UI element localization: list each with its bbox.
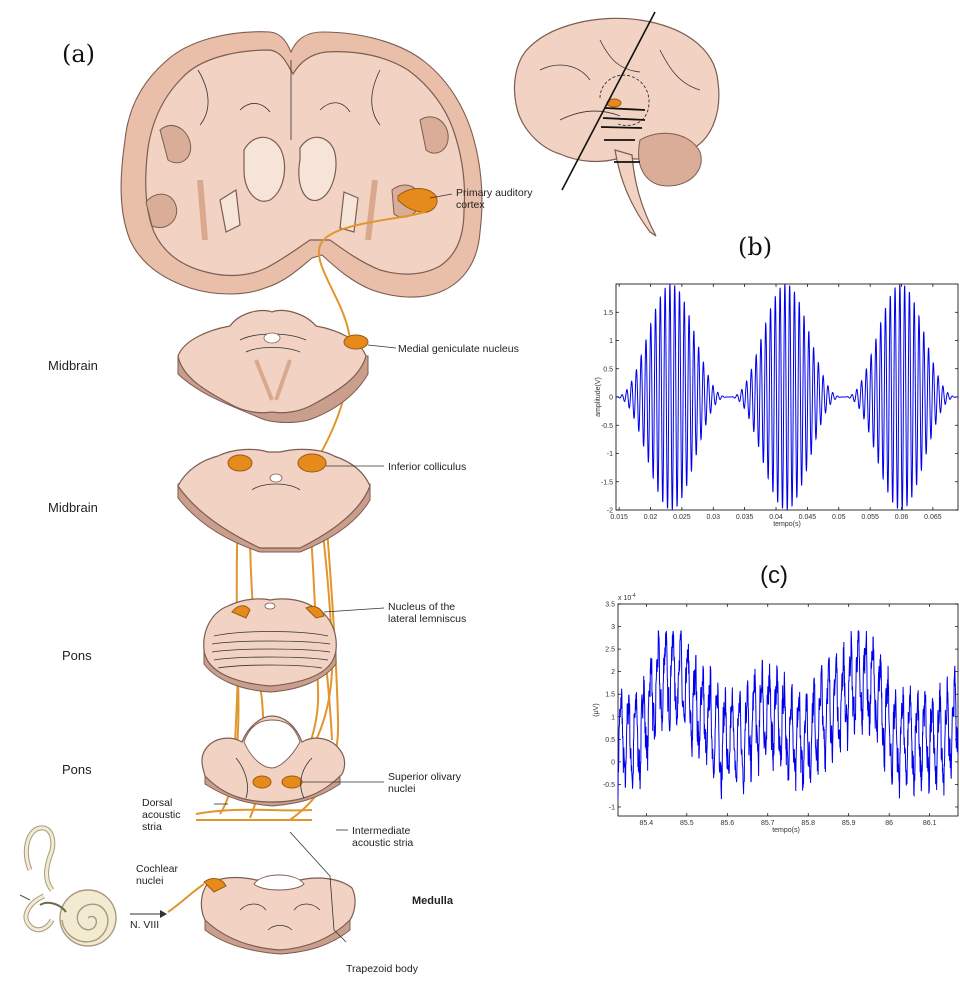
level-pons-upper: Pons [62,648,92,663]
panel-label-c: (c) [760,562,788,589]
label-lateral-lemniscus-line2: lateral lemniscus [388,613,466,625]
chart-b-xtick-label: 0.055 [861,514,879,521]
chart-c-y-exponent-power: -4 [631,593,636,599]
label-medial-geniculate: Medial geniculate nucleus [398,343,519,355]
chart-c-xtick-label: 85.6 [720,820,734,827]
midbrain-section-upper [178,311,368,423]
medial-geniculate-nucleus [344,335,368,349]
chart-b-ytick-label: 1 [609,338,613,345]
chart-b-ytick-label: 0.5 [603,366,613,373]
n-viii-arrowhead [160,910,167,918]
chart-b-ytick-label: -0.5 [601,423,613,430]
label-superior-olivary-line2: nuclei [388,783,415,795]
level-midbrain-lower: Midbrain [48,500,98,515]
label-cochlear-nuclei-line2: nuclei [136,875,163,887]
label-n-viii: N. VIII [130,919,159,931]
chart-c-y-exponent: x 10-4 [618,593,636,602]
chart-c-ytick-label: 2 [611,669,615,676]
chart-c-ylabel: (μV) [593,703,600,716]
inferior-colliculus-right [298,454,326,472]
chart-c-ytick-label: 2.5 [605,647,615,654]
chart-b-xtick-label: 0.045 [799,514,817,521]
chart-c-xlabel: tempo(s) [772,827,800,834]
chart-b-ytick-label: -2 [607,508,613,515]
chart-b-xlabel: tempo(s) [773,521,801,528]
chart-c-xtick-label: 85.7 [761,820,775,827]
level-medulla: Medulla [412,895,454,907]
label-primary-auditory-line1: Primary auditory [456,187,533,199]
pons-section-lower [202,716,345,806]
medulla-section [201,875,355,954]
chart-c-xtick-label: 86.1 [923,820,937,827]
label-intermediate-stria-line2: acoustic stria [352,837,413,849]
chart-b-xtick-label: 0.025 [673,514,691,521]
panel-label-b: (b) [738,233,772,261]
chart-c-y-exponent-base: x 10 [618,595,631,602]
chart-b-ytick-label: -1 [607,451,613,458]
label-superior-olivary-line1: Superior olivary [388,771,462,783]
leader-medial-geniculate [368,345,396,348]
chart-c-ytick-label: 3 [611,624,615,631]
chart-b-xtick-label: 0.03 [706,514,720,521]
midbrain-section-lower [178,449,370,552]
label-trapezoid-body: Trapezoid body [346,963,419,975]
chart-b-xtick-label: 0.04 [769,514,783,521]
label-cochlear-nuclei-line1: Cochlear [136,863,179,875]
lateral-brain-view [514,12,718,236]
chart-c-xtick-label: 85.9 [842,820,856,827]
chart-b-ytick-label: -1.5 [601,479,613,486]
chart-b-xtick-label: 0.02 [644,514,658,521]
cochlea-illustration [20,828,116,946]
label-dorsal-stria-line2: acoustic [142,809,181,821]
level-pons-lower: Pons [62,762,92,777]
chart-b-xtick-label: 0.035 [736,514,754,521]
chart-c-ytick-label: 0 [611,759,615,766]
chart-b-xtick-label: 0.065 [924,514,942,521]
chart-b-amplitude-modulated-signal: 0.015 0.02 0.025 0.03 0.035 0.04 0.045 0.05 0.05… [595,284,958,528]
chart-b-ytick-label: 0 [609,395,613,402]
label-primary-auditory-line2: cortex [456,199,485,211]
chart-b-xtick-label: 0.05 [832,514,846,521]
chart-c-recorded-response: 85.4 85.5 85.6 85.7 85.8 85.9 86 86.1 -1 -0.5 0 0.5… [593,593,958,834]
chart-c-ytick-label: 1 [611,714,615,721]
n-viii-fiber [168,884,204,912]
superior-olivary-nucleus-left [253,776,271,788]
chart-c-xtick-label: 85.4 [640,820,654,827]
chart-c-ytick-label: 0.5 [605,737,615,744]
chart-c-ytick-label: -1 [609,804,615,811]
label-dorsal-stria-line3: stria [142,821,162,833]
chart-b-ylabel: amplitude(V) [595,377,602,417]
label-lateral-lemniscus-line1: Nucleus of the [388,601,455,613]
inferior-colliculus-left [228,455,252,471]
chart-c-ytick-label: 3.5 [605,602,615,609]
chart-c-ytick-label: 1.5 [605,692,615,699]
chart-b-xtick-label: 0.015 [610,514,628,521]
panel-label-a: (a) [62,40,95,68]
chart-c-ytick-label: -0.5 [603,782,615,789]
label-intermediate-stria-line1: Intermediate [352,825,411,837]
chart-b-ytick-label: 1.5 [603,310,613,317]
chart-c-xtick-label: 85.5 [680,820,694,827]
superior-olivary-nucleus-right [282,776,302,788]
chart-b-xtick-label: 0.06 [895,514,909,521]
pons-section-upper [204,599,337,692]
chart-c-xtick-label: 86 [885,820,893,827]
label-dorsal-stria-line1: Dorsal [142,797,172,809]
label-inferior-colliculus: Inferior colliculus [388,461,466,473]
coronal-brain-section [121,32,482,297]
chart-c-xtick-label: 85.8 [801,820,815,827]
level-midbrain-upper: Midbrain [48,358,98,373]
